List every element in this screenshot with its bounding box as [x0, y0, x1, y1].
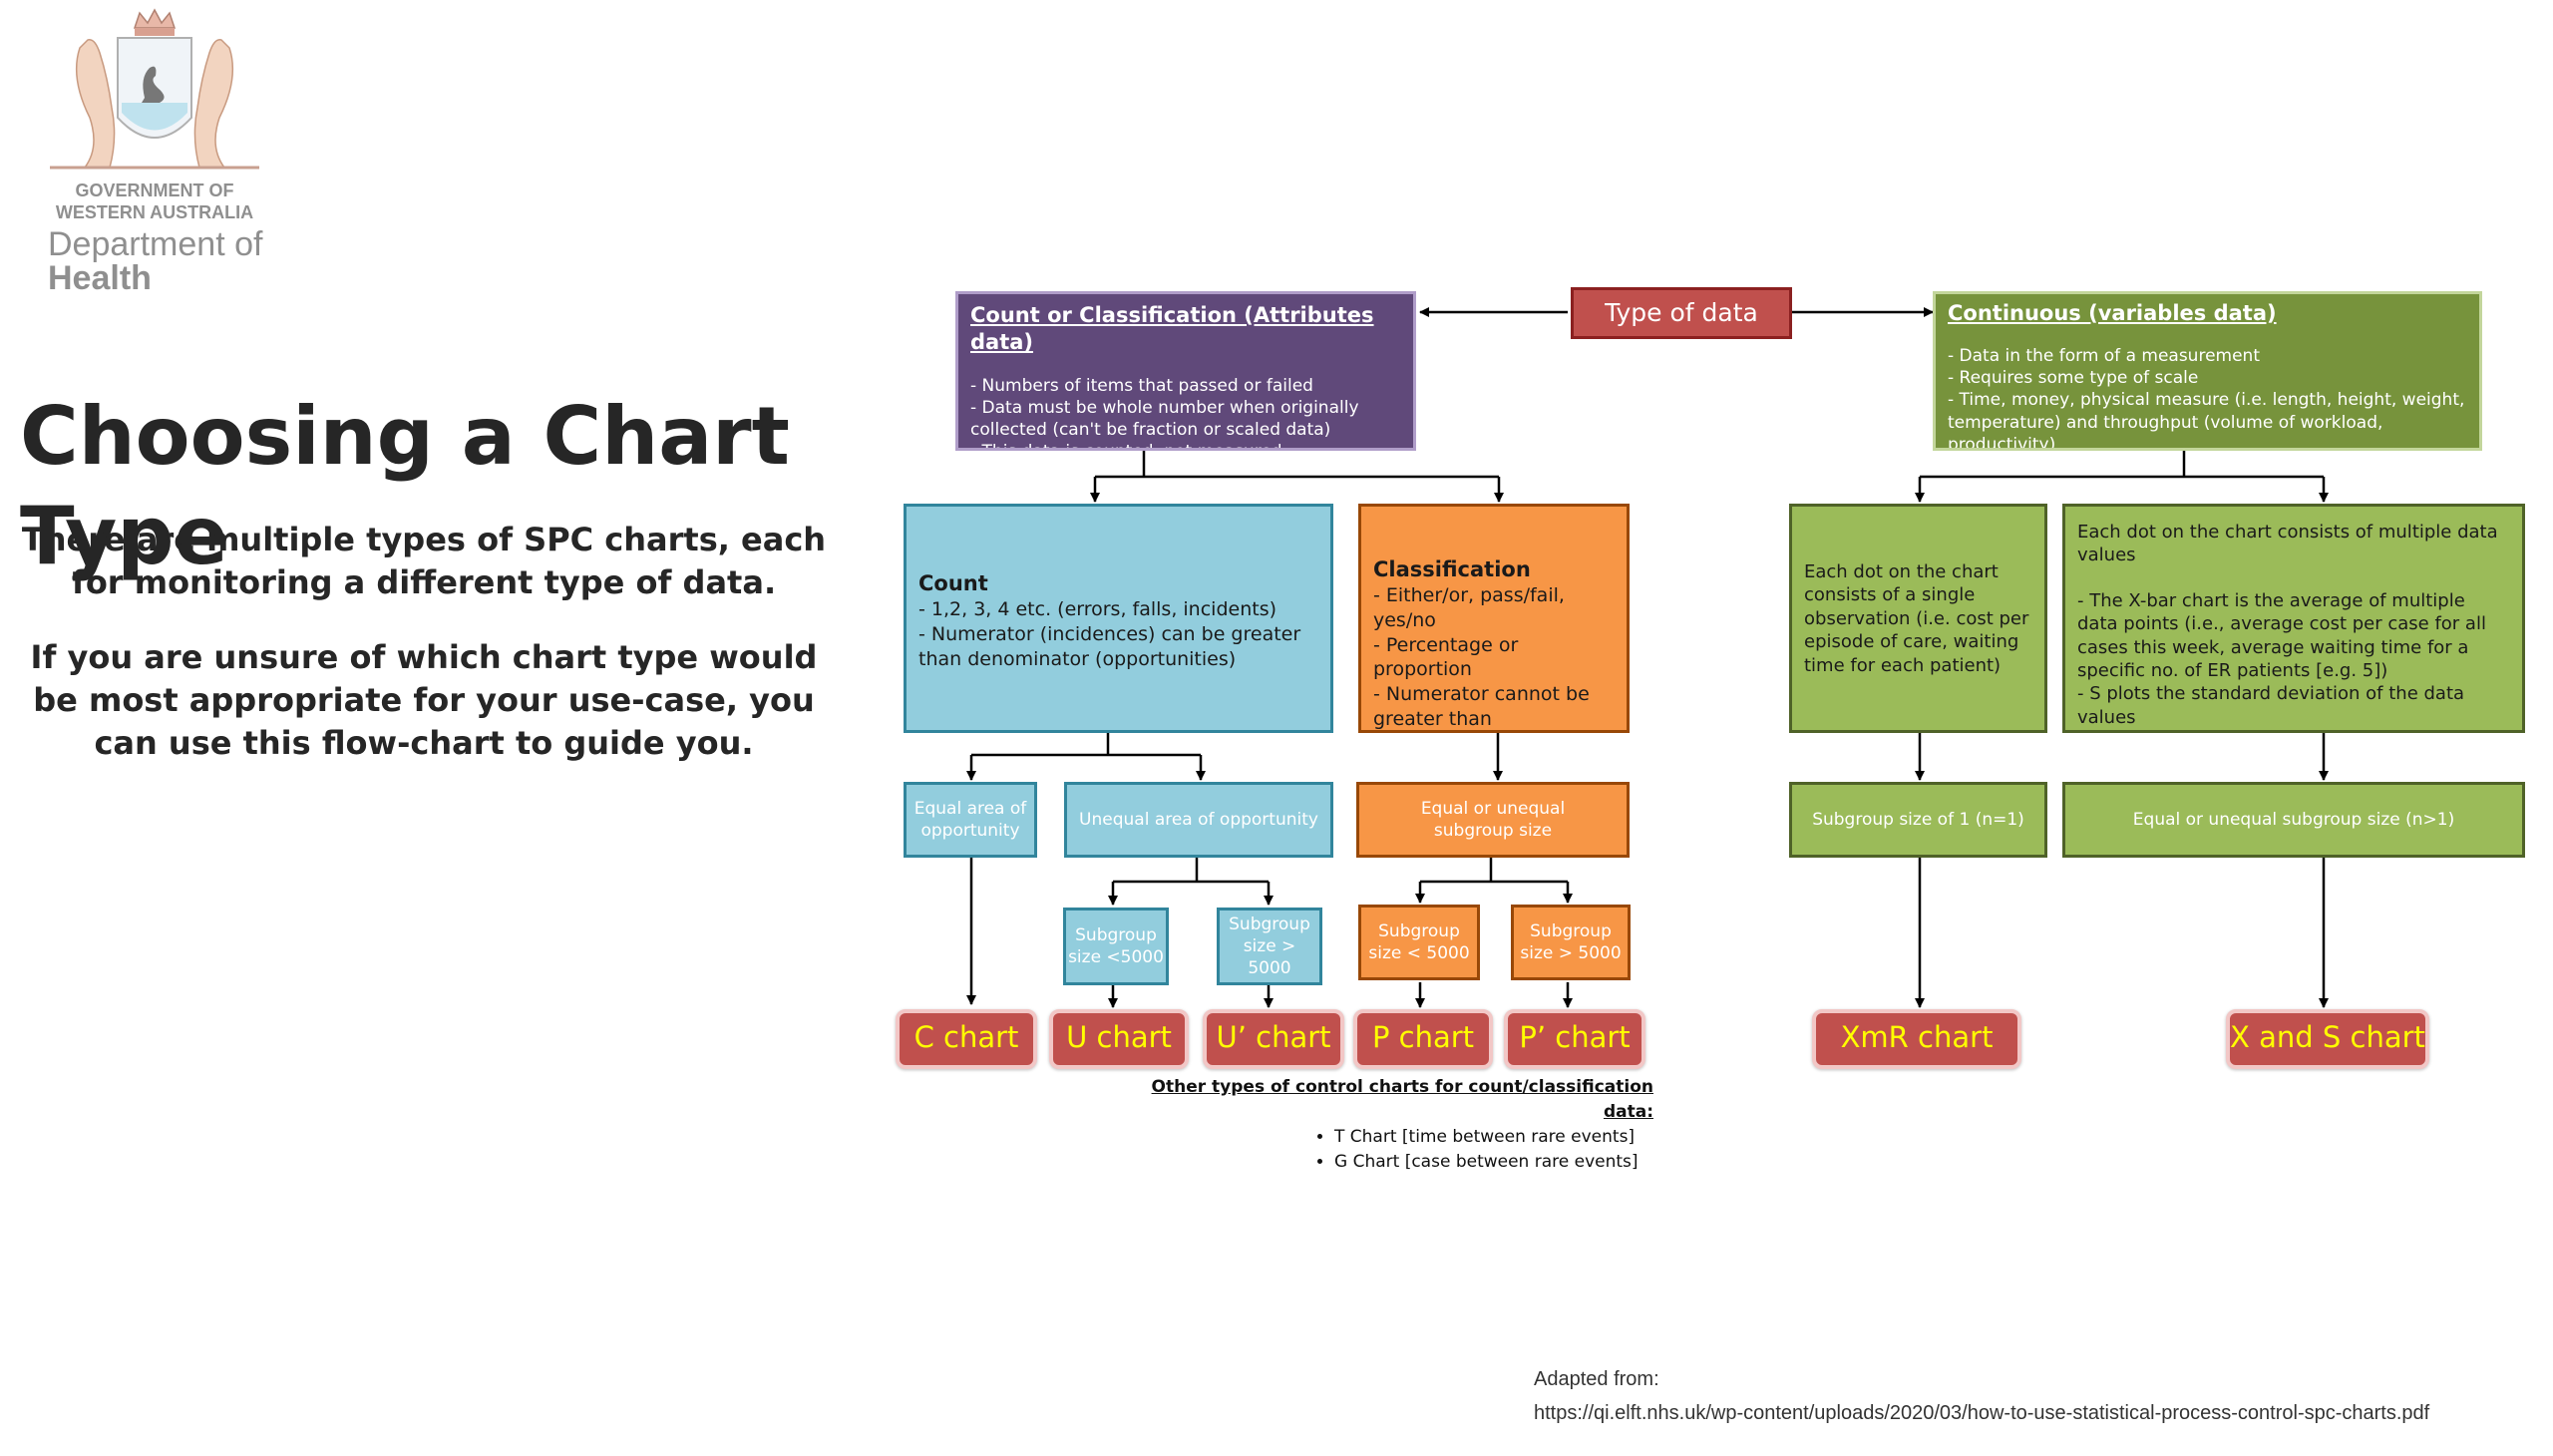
- attributes-data-box: Count or Classification (Attributes data…: [955, 291, 1416, 451]
- attributes-line: - This data is counted, not measured: [970, 441, 1401, 448]
- multiple-observation-box: Each dot on the chart consists of multip…: [2062, 504, 2525, 733]
- logo-department-text: Department of: [48, 225, 263, 263]
- single-observation-box: Each dot on the chart consists of a sing…: [1789, 504, 2047, 733]
- subgroup-u-gt-box: Subgroup size > 5000: [1217, 908, 1322, 985]
- source-url[interactable]: https://qi.elft.nhs.uk/wp-content/upload…: [1534, 1402, 2430, 1424]
- u-chart-result: U chart: [1049, 1009, 1189, 1069]
- subgroup-n1-box: Subgroup size of 1 (n=1): [1789, 782, 2047, 858]
- other-chart-types-note: Other types of control charts for count/…: [1135, 1075, 1653, 1175]
- classification-line: - Either/or, pass/fail, yes/no: [1373, 584, 1565, 631]
- count-title: Count: [918, 571, 988, 595]
- classification-line: - Percentage or proportion: [1373, 633, 1519, 681]
- variables-title: Continuous (variables data): [1948, 301, 2277, 325]
- logo-health-text: Health: [48, 259, 152, 297]
- intro-paragraph-1: There are multiple types of SPC charts, …: [21, 521, 827, 601]
- page-title: Choosing a Chart Type: [20, 390, 790, 582]
- attributes-line: - Numbers of items that passed or failed: [970, 375, 1313, 396]
- subgroup-n-gt1-box: Equal or unequal subgroup size (n>1): [2062, 782, 2525, 858]
- count-line: - 1,2, 3, 4 etc. (errors, falls, inciden…: [918, 598, 1277, 621]
- attributes-title: Count or Classification (Attributes data…: [970, 303, 1374, 355]
- variables-line: - Data in the form of a measurement: [1948, 346, 2260, 367]
- orange-subgroup-box: Equal or unequal subgroup size: [1356, 782, 1630, 858]
- variables-data-box: Continuous (variables data) - Data in th…: [1933, 291, 2482, 451]
- list-item: G Chart [case between rare events]: [1334, 1150, 1653, 1175]
- multiple-observation-line: Each dot on the chart consists of multip…: [2077, 522, 2498, 566]
- classification-line: - Numerator cannot be greater than denom…: [1373, 683, 1590, 730]
- logo-state-text: WESTERN AUSTRALIA: [55, 202, 254, 222]
- unequal-area-box: Unequal area of opportunity: [1064, 782, 1333, 858]
- multiple-observation-line: - S plots the standard deviation of the …: [2077, 683, 2465, 728]
- other-chart-types-list: T Chart [time between rare events] G Cha…: [1135, 1125, 1653, 1175]
- source-label: Adapted from:: [1534, 1368, 1659, 1390]
- variables-line: - Time, money, physical measure (i.e. le…: [1948, 390, 2465, 451]
- u-prime-chart-result: U’ chart: [1203, 1009, 1344, 1069]
- p-chart-result: P chart: [1353, 1009, 1493, 1069]
- subgroup-p-gt-box: Subgroup size > 5000: [1511, 905, 1631, 980]
- c-chart-result: C chart: [896, 1009, 1037, 1069]
- gov-wa-health-logo: GOVERNMENT OF WESTERN AUSTRALIA Departme…: [40, 8, 279, 297]
- classification-title: Classification: [1373, 557, 1531, 581]
- source-attribution: Adapted from: https://qi.elft.nhs.uk/wp-…: [1534, 1362, 2541, 1430]
- equal-area-box: Equal area of opportunity: [904, 782, 1037, 858]
- type-of-data-box: Type of data: [1571, 287, 1792, 339]
- single-observation-text: Each dot on the chart consists of a sing…: [1804, 561, 2029, 676]
- logo-government-text: GOVERNMENT OF: [75, 181, 234, 200]
- p-prime-chart-result: P’ chart: [1504, 1009, 1645, 1069]
- attributes-line: - Data must be whole number when origina…: [970, 397, 1359, 440]
- count-box: Count - 1,2, 3, 4 etc. (errors, falls, i…: [904, 504, 1333, 733]
- variables-line: - Requires some type of scale: [1948, 368, 2199, 389]
- intro-paragraph-2: If you are unsure of which chart type wo…: [30, 638, 818, 762]
- count-line: - Numerator (incidences) can be greater …: [918, 622, 1301, 670]
- subgroup-u-lt-box: Subgroup size <5000: [1063, 908, 1169, 985]
- coat-of-arms-icon: [50, 8, 259, 170]
- xmr-chart-result: XmR chart: [1812, 1009, 2021, 1069]
- other-chart-types-title: Other types of control charts for count/…: [1151, 1077, 1653, 1122]
- multiple-observation-line: - The X-bar chart is the average of mult…: [2077, 589, 2486, 681]
- x-and-s-chart-result: X and S chart: [2226, 1009, 2429, 1069]
- classification-box: Classification - Either/or, pass/fail, y…: [1358, 504, 1630, 733]
- subgroup-p-lt-box: Subgroup size < 5000: [1358, 905, 1480, 980]
- list-item: T Chart [time between rare events]: [1334, 1125, 1653, 1150]
